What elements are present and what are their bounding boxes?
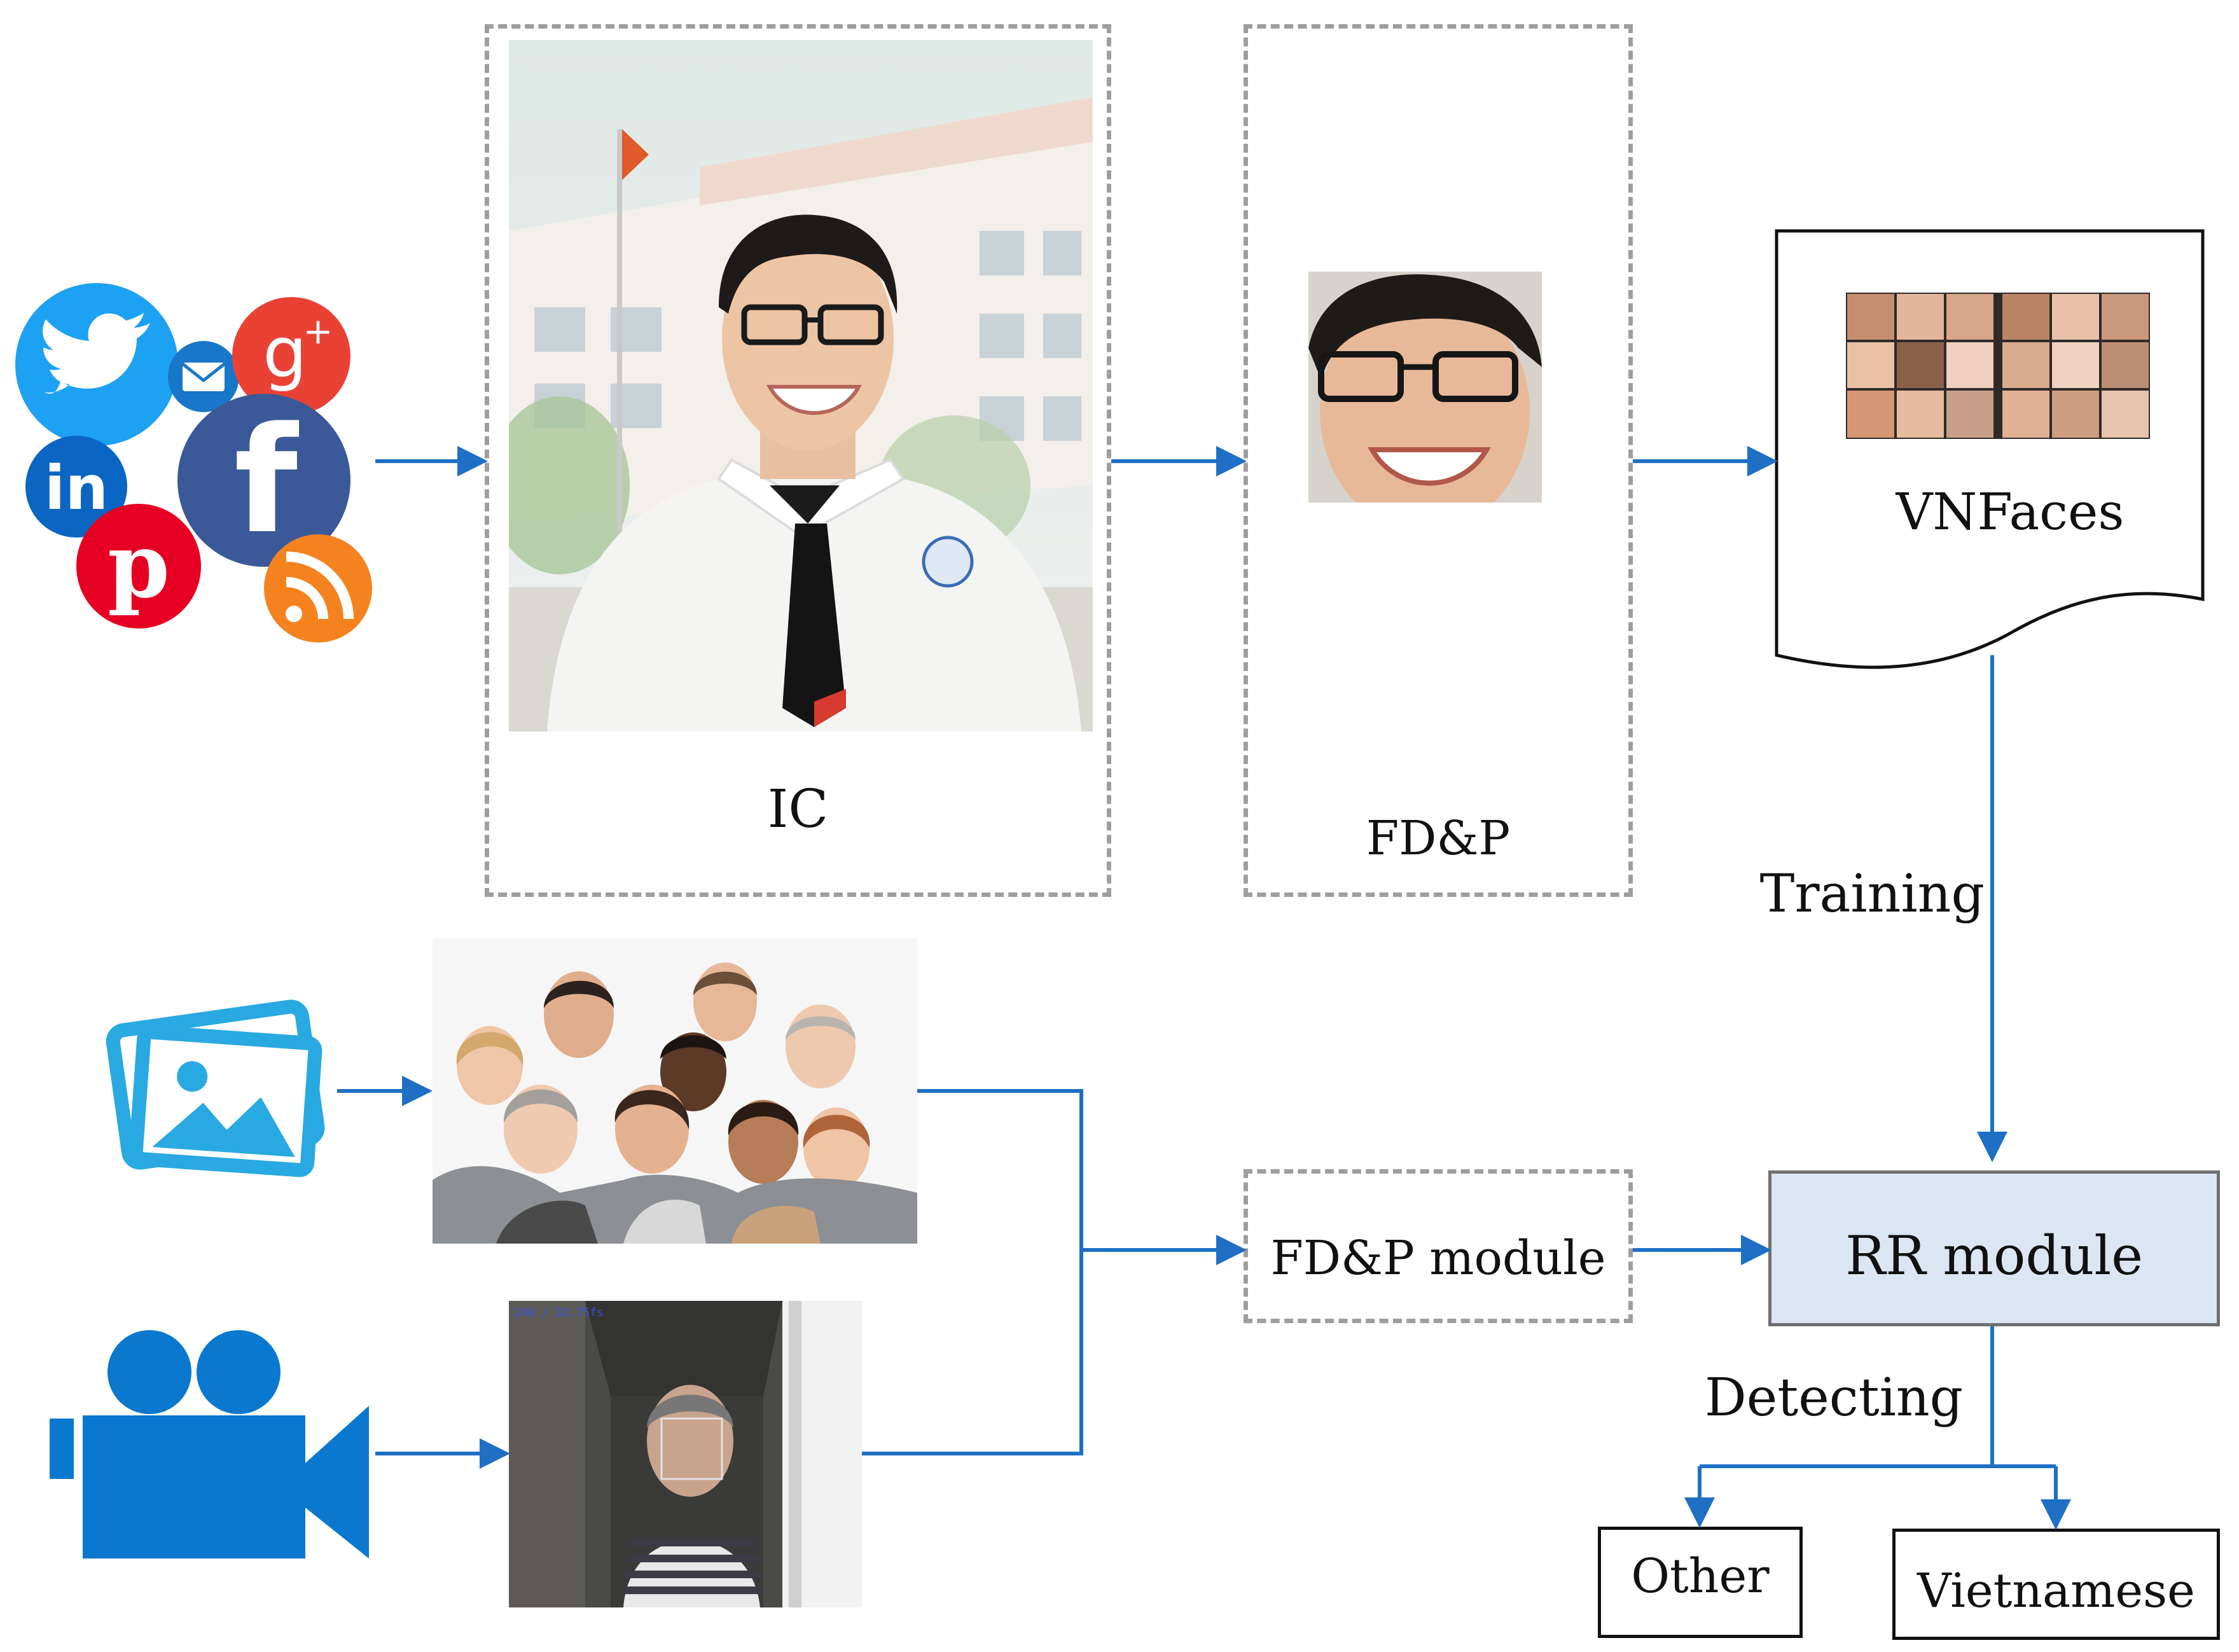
pinterest-icon: p bbox=[76, 504, 201, 628]
fdp-label: FD&P bbox=[1366, 811, 1511, 866]
social-media-icons: g + in f p bbox=[15, 283, 372, 642]
video-camera-icon bbox=[50, 1330, 369, 1558]
rss-icon bbox=[264, 534, 372, 642]
svg-text:f: f bbox=[234, 396, 300, 566]
svg-text:p: p bbox=[107, 514, 170, 618]
svg-text:+: + bbox=[303, 311, 333, 352]
twitter-icon bbox=[15, 283, 178, 446]
vnfaces-label: VNFaces bbox=[1896, 482, 2125, 541]
camera-overlay-text: 246 / 32.75fs bbox=[514, 1306, 604, 1319]
svg-text:g: g bbox=[263, 312, 307, 393]
people bbox=[433, 962, 917, 1244]
group-photo bbox=[433, 938, 917, 1244]
detecting-label: Detecting bbox=[1705, 1368, 1964, 1428]
rr-module-label: RR module bbox=[1845, 1225, 2143, 1287]
training-label: Training bbox=[1759, 864, 1985, 924]
face-collage bbox=[1846, 293, 2150, 439]
google-plus-icon: g + bbox=[232, 297, 350, 415]
other-label: Other bbox=[1631, 1549, 1770, 1604]
mail-icon bbox=[168, 341, 239, 412]
rr-module-box bbox=[1768, 1170, 2220, 1326]
cropped-face-photo bbox=[1308, 272, 1542, 503]
surveillance-camera-frame: 246 / 32.75fs bbox=[509, 1301, 862, 1607]
other-output-box bbox=[1598, 1527, 1803, 1638]
vietnamese-label: Vietnamese bbox=[1917, 1564, 2195, 1618]
linkedin-icon: in bbox=[25, 436, 127, 538]
image-gallery-icon bbox=[106, 999, 325, 1177]
fdp-module-label: FD&P module bbox=[1270, 1231, 1606, 1286]
vietnamese-output-box bbox=[1892, 1529, 2220, 1640]
svg-text:in: in bbox=[45, 454, 108, 524]
face-thumbnails bbox=[1847, 294, 2149, 438]
student-photo bbox=[509, 40, 1093, 732]
ic-label: IC bbox=[767, 779, 829, 840]
facebook-icon: f bbox=[177, 394, 350, 567]
